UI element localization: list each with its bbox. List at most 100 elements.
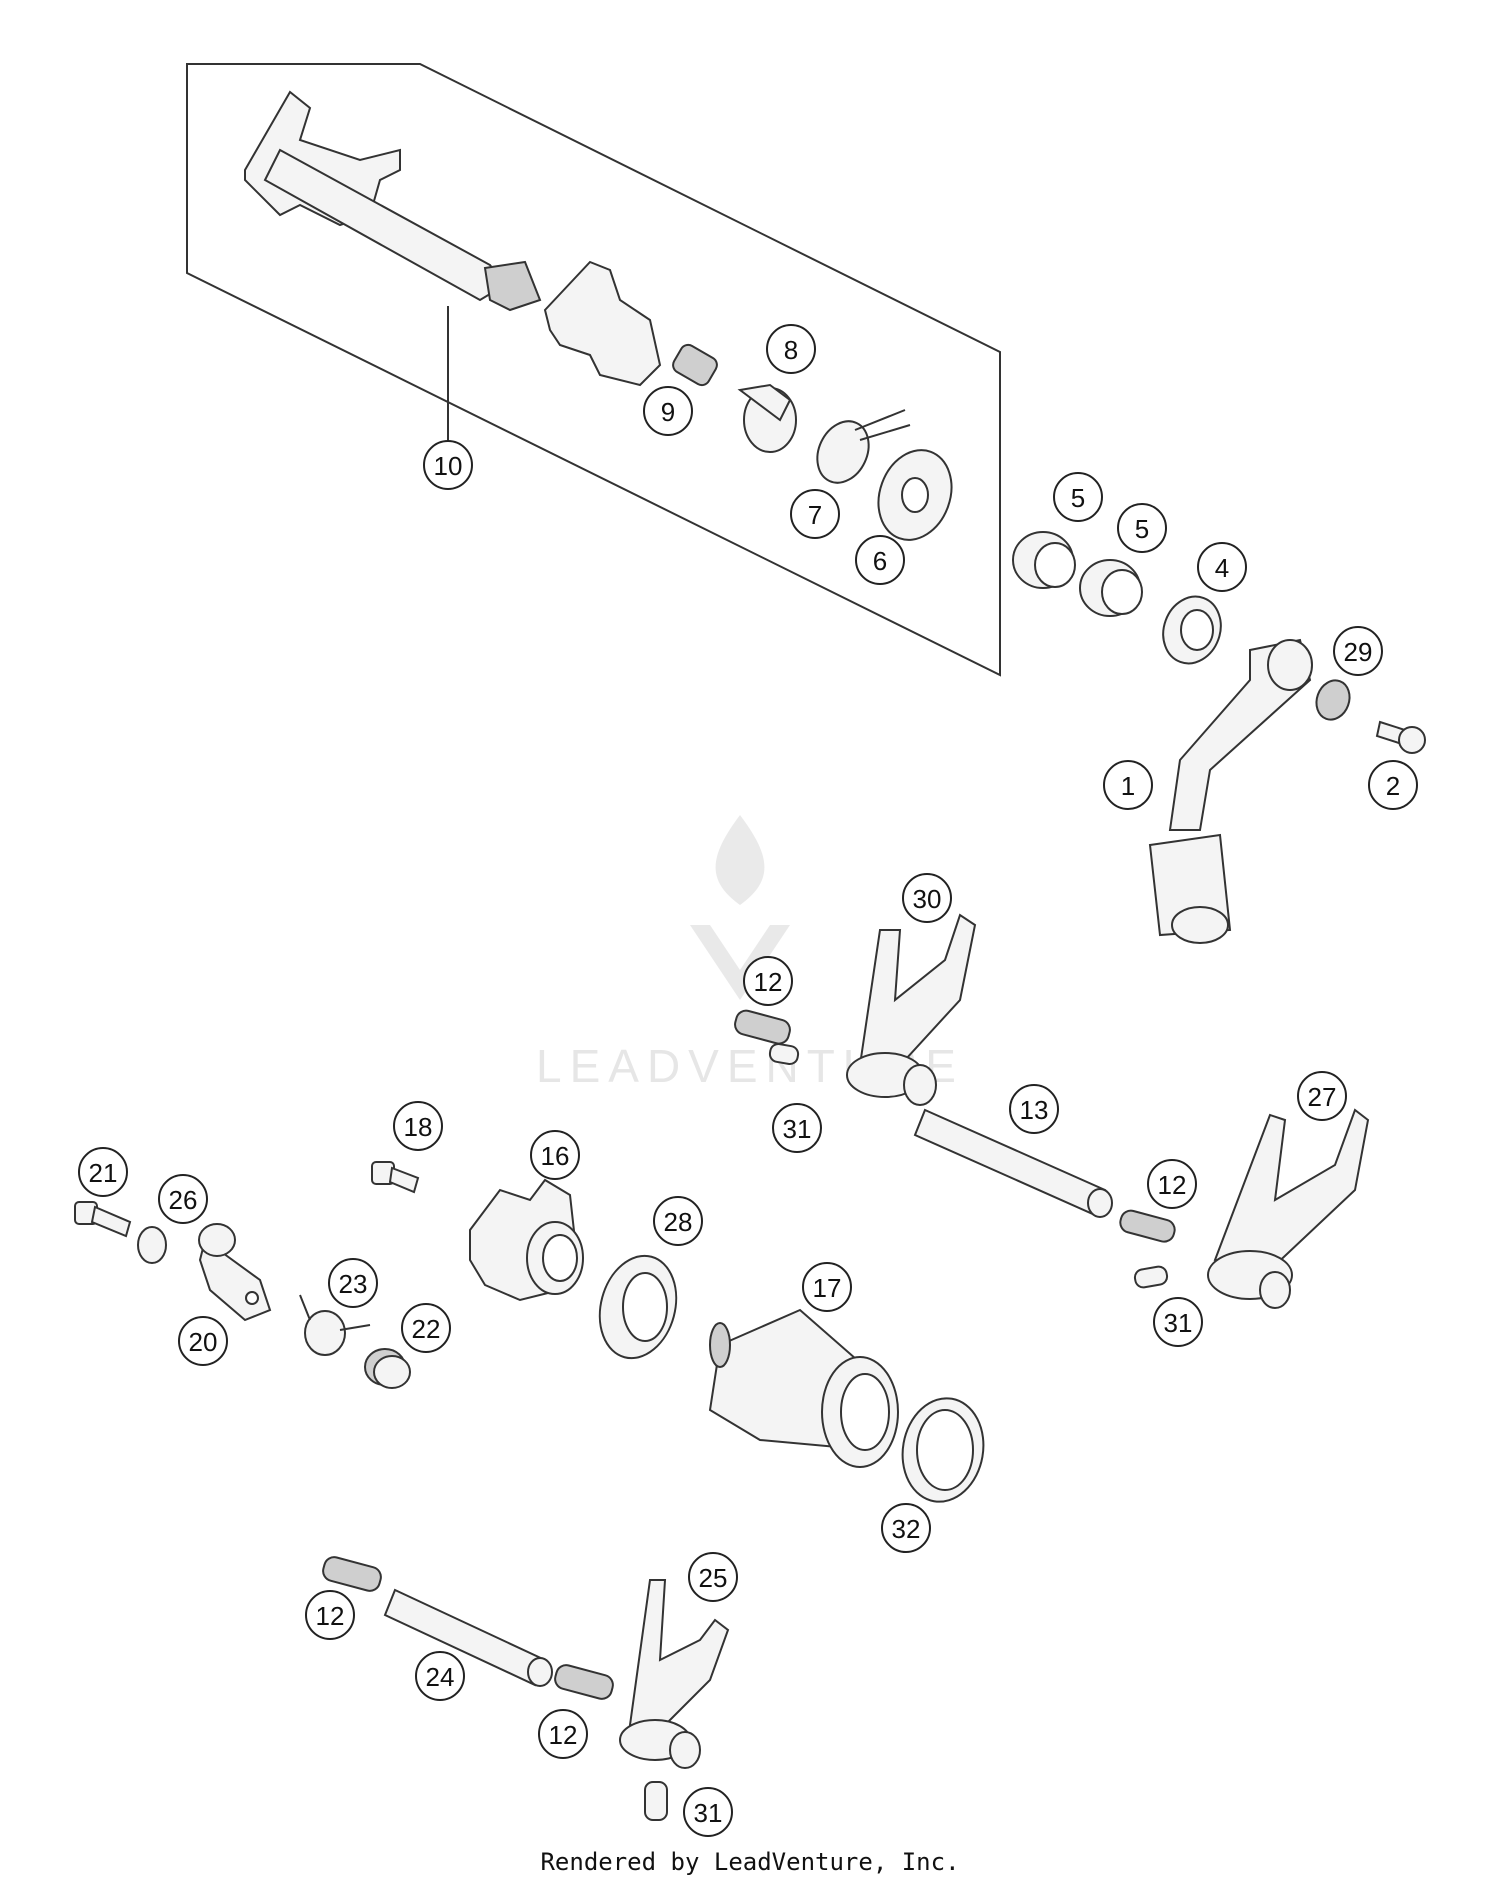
pin-31-right bbox=[1133, 1265, 1169, 1289]
spring-12-upper bbox=[734, 1009, 791, 1045]
bolt-2 bbox=[1375, 720, 1426, 754]
callout-label: 9 bbox=[661, 397, 675, 427]
footer-credit: Rendered by LeadVenture, Inc. bbox=[540, 1848, 960, 1876]
callout-31: 31 bbox=[772, 1103, 822, 1153]
callout-label: 1 bbox=[1121, 771, 1135, 801]
callout-label: 30 bbox=[913, 884, 942, 914]
callout-label: 12 bbox=[1158, 1170, 1187, 1200]
spring-12-lower-left bbox=[322, 1556, 382, 1592]
callout-label: 31 bbox=[694, 1798, 723, 1828]
callout-24: 24 bbox=[415, 1651, 465, 1701]
shift-shaft bbox=[244, 90, 662, 387]
callout-label: 21 bbox=[89, 1158, 118, 1188]
spring-23 bbox=[299, 1294, 371, 1356]
callout-label: 5 bbox=[1135, 514, 1149, 544]
callout-label: 8 bbox=[784, 335, 798, 365]
bolt-18 bbox=[371, 1161, 420, 1194]
callout-label: 31 bbox=[1164, 1308, 1193, 1338]
pin-31-upper bbox=[768, 1042, 800, 1066]
washer-26 bbox=[137, 1226, 167, 1264]
callout-label: 16 bbox=[541, 1141, 570, 1171]
callout-22: 22 bbox=[401, 1303, 451, 1353]
callout-label: 29 bbox=[1344, 637, 1373, 667]
rod-13 bbox=[913, 1108, 1113, 1218]
callout-31: 31 bbox=[683, 1787, 733, 1837]
seal-4 bbox=[1162, 595, 1222, 665]
callout-label: 23 bbox=[339, 1269, 368, 1299]
callout-9: 9 bbox=[643, 386, 693, 436]
pin-31-lower bbox=[644, 1781, 668, 1821]
callout-4: 4 bbox=[1197, 542, 1247, 592]
washer-6 bbox=[877, 449, 953, 541]
callout-8: 8 bbox=[766, 324, 816, 374]
rod-24 bbox=[383, 1588, 553, 1687]
bushing-5b bbox=[1079, 559, 1143, 617]
spring-12-right bbox=[1119, 1209, 1176, 1243]
arm-20 bbox=[198, 1223, 272, 1322]
shift-fork-30 bbox=[846, 913, 977, 1106]
callout-13: 13 bbox=[1009, 1084, 1059, 1134]
part-8 bbox=[737, 383, 797, 453]
seal-28 bbox=[598, 1254, 678, 1360]
callout-29: 29 bbox=[1333, 626, 1383, 676]
callout-6: 6 bbox=[855, 535, 905, 585]
callout-label: 18 bbox=[404, 1112, 433, 1142]
bushing-5a bbox=[1012, 531, 1076, 589]
callout-label: 28 bbox=[664, 1207, 693, 1237]
callout-27: 27 bbox=[1297, 1071, 1347, 1121]
callout-label: 5 bbox=[1071, 483, 1085, 513]
callout-5: 5 bbox=[1117, 503, 1167, 553]
callout-label: 25 bbox=[699, 1563, 728, 1593]
shift-cam-16 bbox=[469, 1178, 584, 1302]
spring-9 bbox=[672, 343, 718, 387]
callout-label: 7 bbox=[808, 500, 822, 530]
callout-10: 10 bbox=[423, 440, 473, 490]
callout-label: 32 bbox=[892, 1514, 921, 1544]
callout-label: 6 bbox=[873, 546, 887, 576]
callout-label: 4 bbox=[1215, 553, 1229, 583]
callout-28: 28 bbox=[653, 1196, 703, 1246]
callout-25: 25 bbox=[688, 1552, 738, 1602]
callout-label: 12 bbox=[316, 1601, 345, 1631]
callout-label: 27 bbox=[1308, 1082, 1337, 1112]
callout-7: 7 bbox=[790, 489, 840, 539]
callout-18: 18 bbox=[393, 1101, 443, 1151]
callout-label: 26 bbox=[169, 1185, 198, 1215]
sleeve-22 bbox=[364, 1348, 411, 1389]
callout-12: 12 bbox=[743, 956, 793, 1006]
callout-23: 23 bbox=[328, 1258, 378, 1308]
callout-5: 5 bbox=[1053, 472, 1103, 522]
callout-label: 10 bbox=[434, 451, 463, 481]
bolt-21 bbox=[74, 1201, 132, 1238]
callout-32: 32 bbox=[881, 1503, 931, 1553]
callout-label: 13 bbox=[1020, 1095, 1049, 1125]
callout-12: 12 bbox=[538, 1709, 588, 1759]
shift-lever-1 bbox=[1148, 638, 1313, 944]
callout-2: 2 bbox=[1368, 760, 1418, 810]
spring-12-lower bbox=[554, 1664, 614, 1700]
callout-label: 31 bbox=[783, 1114, 812, 1144]
callout-label: 2 bbox=[1386, 771, 1400, 801]
clip-7 bbox=[816, 409, 911, 484]
shift-fork-27 bbox=[1207, 1108, 1370, 1309]
callout-label: 24 bbox=[426, 1662, 455, 1692]
callout-12: 12 bbox=[1147, 1159, 1197, 1209]
callout-16: 16 bbox=[530, 1130, 580, 1180]
ring-32 bbox=[901, 1397, 985, 1503]
callout-17: 17 bbox=[802, 1262, 852, 1312]
callout-26: 26 bbox=[158, 1174, 208, 1224]
callout-1: 1 bbox=[1103, 760, 1153, 810]
callout-30: 30 bbox=[902, 873, 952, 923]
shift-fork-25 bbox=[619, 1579, 730, 1769]
callout-label: 20 bbox=[189, 1327, 218, 1357]
callout-12: 12 bbox=[305, 1590, 355, 1640]
callout-label: 17 bbox=[813, 1273, 842, 1303]
callout-20: 20 bbox=[178, 1316, 228, 1366]
callout-31: 31 bbox=[1153, 1297, 1203, 1347]
shift-drum-17 bbox=[708, 1308, 899, 1468]
shift-shaft-assembly-frame bbox=[186, 63, 1001, 677]
callout-21: 21 bbox=[78, 1147, 128, 1197]
callout-label: 22 bbox=[412, 1314, 441, 1344]
